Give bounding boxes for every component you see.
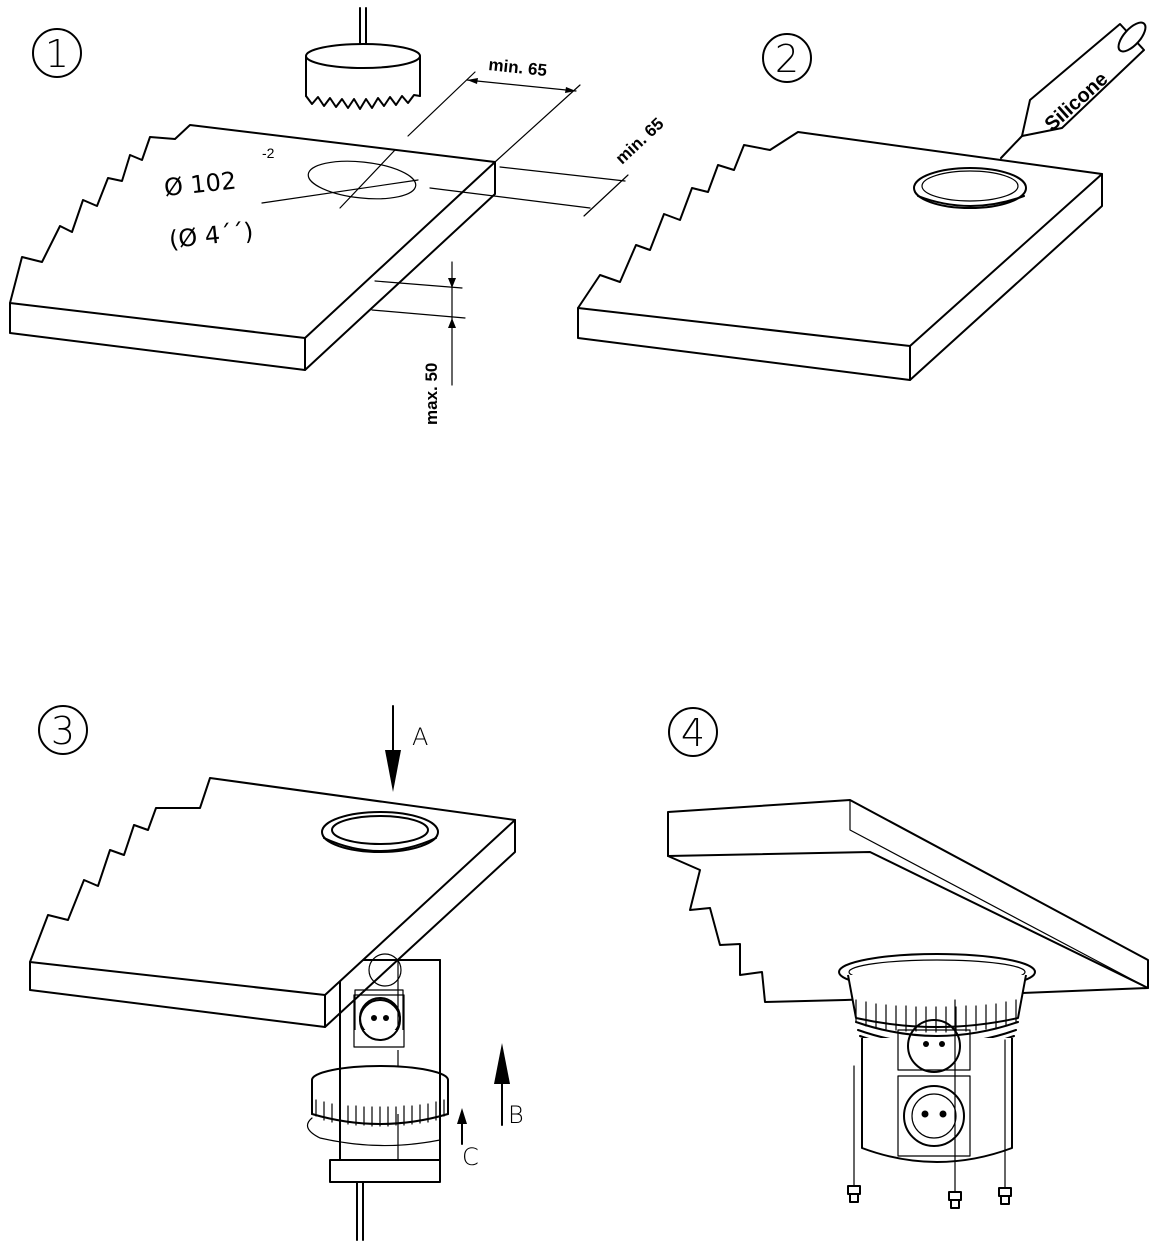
step-4-panel: 4 [667,707,1149,1209]
dimension-top [407,71,581,163]
silicone-tube-icon [1000,21,1147,159]
worktop-slab [577,131,1103,381]
worktop-slab [9,124,496,371]
cutout-circle [307,160,417,200]
diameter-leader [261,179,419,204]
step-1-panel: 1 min. 65 [9,7,668,425]
label-a: A [412,723,428,751]
arrow-c-icon [457,1108,467,1145]
dim-min-top: min. 65 [488,55,548,80]
step-4-number: 4 [681,711,705,755]
screw-icon [948,999,962,1209]
dim-tolerance: -2 [262,145,275,161]
silicone-ring [913,167,1027,209]
dim-min-side: min. 65 [612,114,668,168]
step-3-number: 3 [51,709,75,753]
step-4-circle [668,707,718,757]
worktop-slab [29,777,516,1028]
step-2-panel: 2 Silicone [577,21,1147,381]
dimension-thickness [371,261,466,386]
mounting-nut [838,953,1036,1051]
screw-icon [847,1065,861,1203]
step-3-circle [38,705,88,755]
socket-upper [339,959,441,1161]
dimension-side [429,166,629,217]
step-3-panel: 3 A [29,705,524,1241]
socket-tower [861,1019,1013,1163]
centerline [339,149,396,209]
step-1-circle [32,28,82,78]
top-flange [321,811,439,853]
arrow-a-icon [385,705,401,792]
step-2-number: 2 [775,37,799,81]
worktop-slab [667,799,1149,1003]
dim-max-thickness: max. 50 [422,363,441,425]
screw-icon [998,1039,1012,1205]
hole-saw-icon [305,7,421,110]
mounting-nut [306,1065,449,1147]
arrow-b-icon [494,1043,510,1126]
label-b: B [508,1101,524,1129]
step-1-number: 1 [45,32,69,76]
label-c: C [462,1143,479,1171]
step-2-circle [762,33,812,83]
socket-icon [903,1085,965,1147]
